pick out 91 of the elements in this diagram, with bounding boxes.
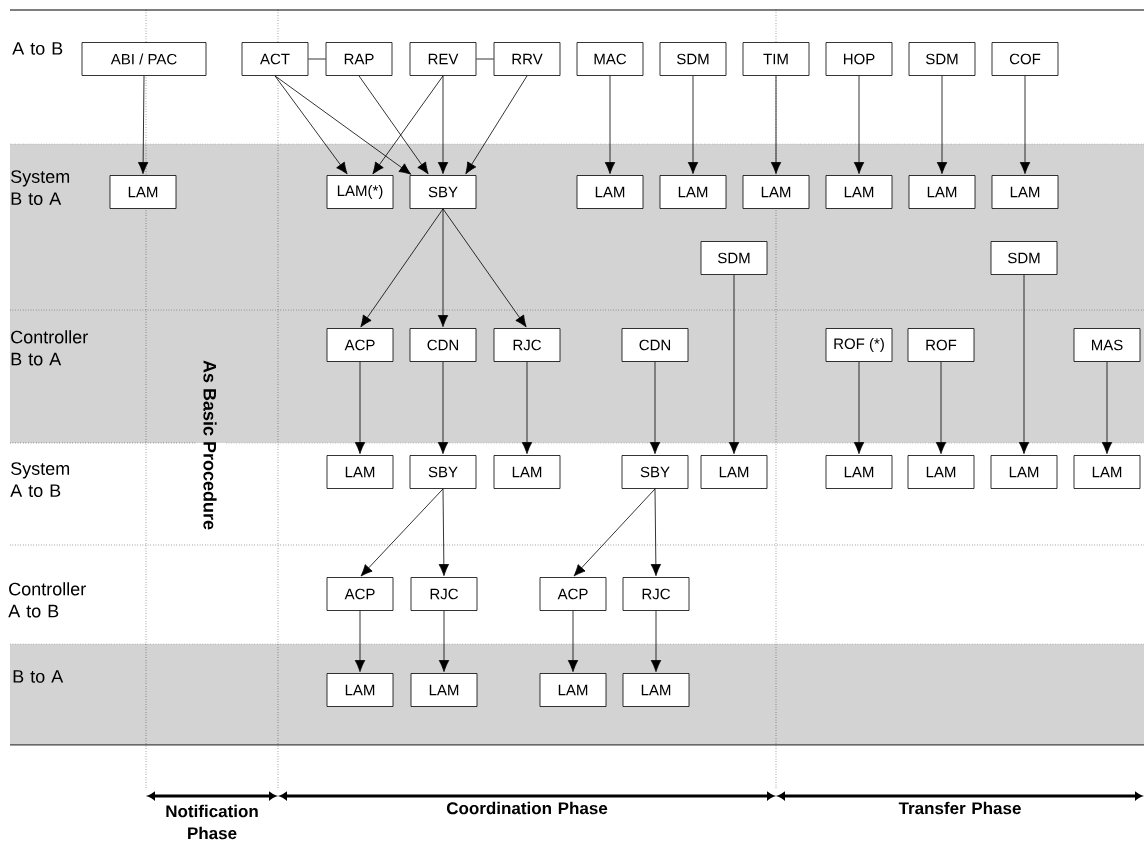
row-label: B to A	[13, 670, 64, 683]
message-box: SBY	[409, 455, 477, 489]
message-box: LAM	[326, 673, 394, 707]
message-box: HOP	[825, 42, 893, 76]
message-box: LAM	[825, 455, 893, 489]
phase-label: Notification Phase	[166, 804, 258, 840]
arrow	[1101, 361, 1113, 455]
message-box: SDM	[990, 241, 1058, 275]
arrow	[354, 361, 366, 455]
arrow	[853, 75, 865, 175]
message-box: RRV	[493, 42, 561, 76]
arrow	[650, 488, 661, 577]
message-box: LAM	[326, 455, 394, 489]
arrow	[935, 361, 947, 455]
arrow	[360, 208, 444, 328]
message-box: LAM	[539, 673, 607, 707]
message-box: SBY	[621, 455, 689, 489]
message-box: LAM	[908, 175, 976, 209]
message-box: ACP	[326, 577, 394, 611]
message-box: SDM	[700, 241, 768, 275]
row-label: A to B	[12, 42, 63, 55]
message-box: RAP	[325, 42, 393, 76]
arrow	[853, 361, 865, 455]
arrow	[354, 610, 366, 673]
message-box: LAM	[990, 455, 1058, 489]
message-box: LAM	[991, 175, 1059, 209]
phase-label: Coordination Phase	[446, 801, 608, 815]
message-box: LAM(*)	[326, 175, 394, 209]
message-box: REV	[409, 42, 477, 76]
row-label: System A to B	[10, 462, 70, 497]
arrow	[573, 488, 656, 577]
message-box: LAM	[109, 175, 177, 209]
arrow	[770, 75, 782, 175]
row-label: System B to A	[11, 170, 70, 205]
message-box: ROF	[907, 328, 975, 362]
message-box: LAM	[742, 175, 810, 209]
message-box: SDM	[659, 42, 727, 76]
arrow	[372, 75, 444, 175]
arrow	[360, 488, 444, 577]
connector-line	[476, 58, 494, 60]
arrow	[1019, 75, 1031, 175]
message-box: CDN	[621, 328, 689, 362]
message-box: ABI / PAC	[81, 42, 207, 76]
arrow	[137, 75, 149, 175]
arrow	[442, 208, 527, 328]
message-box: SDM	[908, 42, 976, 76]
arrow	[649, 361, 661, 455]
message-box: LAM	[410, 673, 478, 707]
row-label: Controller B to A	[11, 330, 88, 366]
arrow	[521, 361, 533, 455]
arrow	[437, 75, 449, 175]
arrow	[274, 75, 348, 175]
arrow	[687, 75, 699, 175]
message-box: RJC	[410, 577, 478, 611]
arrow	[650, 610, 662, 673]
message-box: LAM	[1073, 455, 1141, 489]
arrow	[728, 274, 740, 455]
message-box: LAM	[907, 455, 975, 489]
message-box: LAM	[622, 673, 690, 707]
arrow	[438, 610, 450, 673]
message-box: LAM	[493, 455, 561, 489]
arrow	[1018, 274, 1030, 455]
message-box: RJC	[493, 328, 561, 362]
message-box: ACT	[241, 42, 309, 76]
connector-line	[308, 58, 326, 60]
message-box: SBY	[409, 175, 477, 209]
message-box: ACP	[326, 328, 394, 362]
message-box: LAM	[659, 175, 727, 209]
message-box: COF	[991, 42, 1059, 76]
arrow	[567, 610, 579, 673]
phase-label: Transfer Phase	[898, 801, 1021, 815]
arrow	[358, 75, 429, 175]
vertical-label: As Basic Procedure	[203, 360, 217, 530]
arrow	[437, 208, 449, 328]
arrow	[936, 75, 948, 175]
message-box: CDN	[409, 328, 477, 362]
message-box: LAM	[576, 175, 644, 209]
message-box: ACP	[539, 577, 607, 611]
arrow	[438, 488, 449, 577]
arrow	[437, 361, 449, 455]
message-box: ROF (*)	[825, 328, 893, 362]
arrow	[604, 75, 616, 175]
arrow	[465, 75, 528, 175]
message-box: MAC	[576, 42, 644, 76]
message-box: RJC	[622, 577, 690, 611]
message-box: TIM	[742, 42, 810, 76]
message-box: LAM	[700, 455, 768, 489]
arrow	[274, 75, 412, 175]
message-box: LAM	[825, 175, 893, 209]
row-label: Controller A to B	[8, 582, 86, 618]
message-box: MAS	[1073, 328, 1141, 362]
